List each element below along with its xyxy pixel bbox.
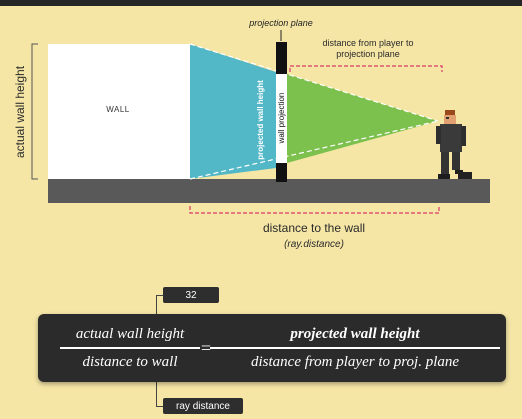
distance-player-proj-label-line1: distance from player to bbox=[322, 38, 413, 48]
wall-projection-segment bbox=[276, 74, 287, 163]
value-32-callout: 32 bbox=[163, 287, 219, 303]
left-denominator: distance to wall bbox=[82, 353, 178, 370]
projected-wall-height-label: projected wall height bbox=[256, 80, 265, 160]
right-fraction-bar bbox=[210, 347, 500, 349]
distance-to-wall-bracket bbox=[189, 206, 440, 214]
right-denominator: distance from player to proj. plane bbox=[250, 353, 460, 370]
distance-player-proj-bracket bbox=[289, 65, 443, 72]
formula-box: actual wall height distance to wall = pr… bbox=[38, 314, 506, 382]
actual-wall-height-bracket bbox=[31, 43, 38, 180]
callout-32-leader-horizontal bbox=[156, 295, 164, 296]
wall bbox=[48, 44, 190, 179]
right-numerator: projected wall height bbox=[290, 326, 420, 343]
ray-distance-callout: ray distance bbox=[163, 398, 243, 414]
right-fraction: projected wall height distance from play… bbox=[210, 314, 500, 382]
left-fraction: actual wall height distance to wall bbox=[60, 314, 200, 382]
actual-wall-height-label: actual wall height bbox=[13, 65, 27, 158]
view-cone bbox=[287, 74, 438, 163]
left-fraction-bar bbox=[60, 347, 200, 349]
projected-wall-wedge bbox=[190, 44, 276, 179]
top-dark-bar bbox=[0, 0, 522, 6]
callout-32-leader-vertical bbox=[156, 295, 157, 321]
projection-plane-label: projection plane bbox=[248, 18, 313, 28]
wall-label: WALL bbox=[106, 105, 130, 114]
raycasting-diagram: actual wall height WALL projected wall h… bbox=[13, 18, 490, 250]
top-ray bbox=[189, 43, 439, 122]
distance-player-proj-label-line2: projection plane bbox=[336, 49, 400, 59]
callout-ray-leader-vertical bbox=[156, 378, 157, 406]
player-sprite bbox=[436, 110, 472, 179]
equals-sign: = bbox=[200, 337, 212, 358]
ground bbox=[48, 179, 490, 203]
distance-to-wall-label: distance to the wall bbox=[263, 221, 365, 235]
bottom-ray bbox=[189, 120, 439, 180]
callout-ray-leader-horizontal bbox=[156, 406, 164, 407]
ray-distance-paren-label: (ray.distance) bbox=[284, 239, 344, 250]
left-numerator: actual wall height bbox=[75, 326, 185, 343]
wall-projection-label: wall projection bbox=[277, 93, 286, 145]
